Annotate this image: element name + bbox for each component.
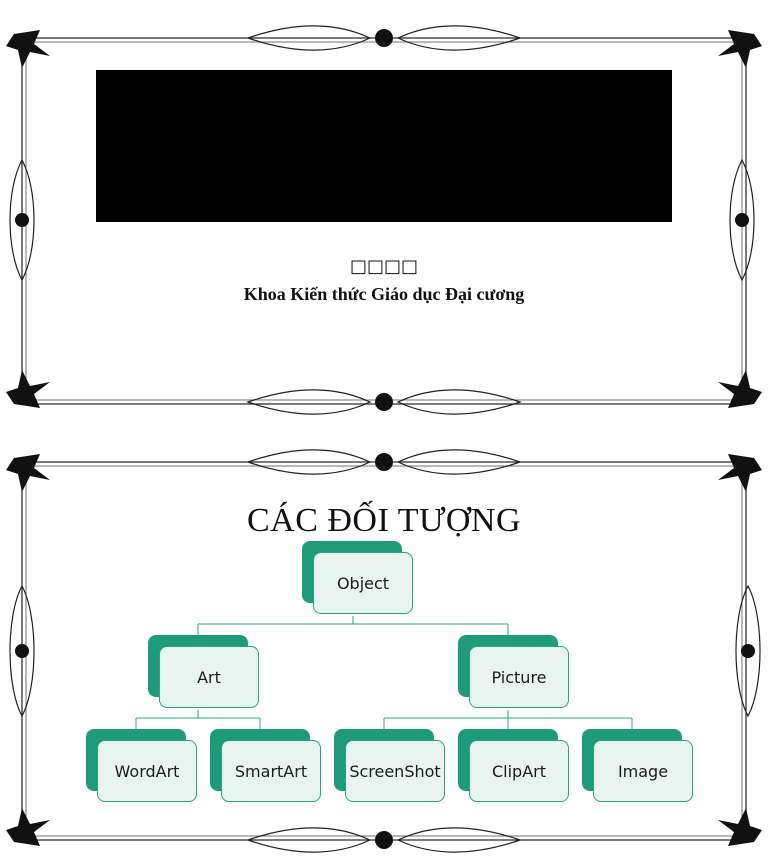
hierarchy-connectors [135, 616, 633, 729]
node-art: Art [148, 635, 259, 708]
node-image: Image [582, 729, 693, 802]
node-label: Art [159, 646, 259, 708]
ornamental-frame [6, 449, 762, 853]
node-picture: Picture [458, 635, 569, 708]
node-label: Picture [469, 646, 569, 708]
node-label: Image [593, 740, 693, 802]
redacted-image [96, 70, 672, 222]
node-label: SmartArt [221, 740, 321, 802]
slide-1: □□□□ Khoa Kiến thức Giáo dục Đại cương [0, 0, 768, 420]
node-label: Object [313, 552, 413, 614]
subtitle-glyphs: □□□□ [349, 256, 419, 277]
node-object: Object [302, 541, 413, 614]
faculty-name: Khoa Kiến thức Giáo dục Đại cương [243, 284, 525, 304]
node-label: WordArt [97, 740, 197, 802]
node-clipart: ClipArt [458, 729, 569, 802]
slide-title: CÁC ĐỐI TƯỢNG [246, 502, 522, 539]
node-wordart: WordArt [86, 729, 197, 802]
node-smartart: SmartArt [210, 729, 321, 802]
ornamental-frame [6, 25, 762, 415]
node-label: ScreenShot [345, 740, 445, 802]
node-screenshot: ScreenShot [334, 729, 445, 802]
node-label: ClipArt [469, 740, 569, 802]
slide-2: CÁC ĐỐI TƯỢNG Object Art Picture [0, 436, 768, 866]
